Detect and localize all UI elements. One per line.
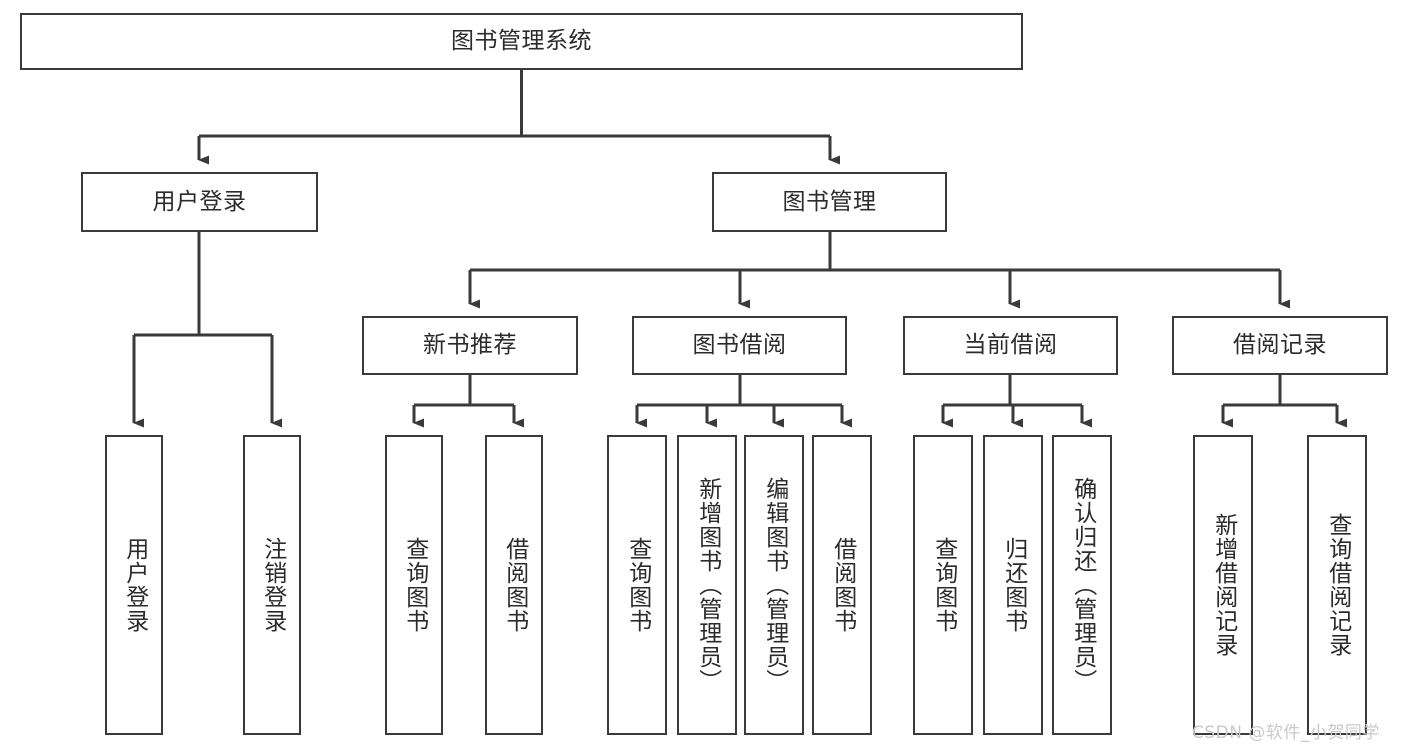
leaf-edit-book-label: 编辑图书（管理员） [761,477,788,693]
leaf-add-record[interactable]: 新增借阅记录 [1193,435,1253,735]
node-borrow-record-label: 借阅记录 [1233,332,1327,359]
leaf-borrow-book-2[interactable]: 借阅图书 [812,435,872,735]
node-root[interactable]: 图书管理系统 [20,13,1023,70]
leaf-query-record[interactable]: 查询借阅记录 [1307,435,1367,735]
node-user-login-label: 用户登录 [152,188,247,215]
leaf-logout-login[interactable]: 注销登录 [243,435,301,735]
leaf-query-book-1[interactable]: 查询图书 [385,435,443,735]
leaf-edit-book[interactable]: 编辑图书（管理员） [744,435,804,735]
node-root-label: 图书管理系统 [451,28,592,55]
node-current-borrow[interactable]: 当前借阅 [903,316,1118,375]
leaf-user-login-label: 用户登录 [121,537,148,633]
node-user-login[interactable]: 用户登录 [81,172,318,232]
leaf-query-book-2[interactable]: 查询图书 [607,435,667,735]
node-book-borrow[interactable]: 图书借阅 [632,316,847,375]
leaf-return-book-label: 归还图书 [1000,537,1027,633]
leaf-query-book-1-label: 查询图书 [401,537,428,633]
node-book-borrow-label: 图书借阅 [692,332,787,359]
csdn-watermark: CSDN @软件_小贺同学 [1192,723,1380,743]
leaf-query-book-3-label: 查询图书 [930,537,957,633]
node-new-book-recommend[interactable]: 新书推荐 [362,316,578,375]
leaf-logout-login-label: 注销登录 [259,537,286,633]
leaf-return-book[interactable]: 归还图书 [983,435,1043,735]
node-borrow-record[interactable]: 借阅记录 [1172,316,1388,375]
leaf-add-record-label: 新增借阅记录 [1210,513,1237,657]
leaf-confirm-return-label: 确认归还（管理员） [1069,477,1096,693]
leaf-add-book[interactable]: 新增图书（管理员） [677,435,737,735]
node-new-book-recommend-label: 新书推荐 [423,332,517,359]
leaf-query-book-3[interactable]: 查询图书 [913,435,973,735]
leaf-borrow-book-2-label: 借阅图书 [829,537,856,633]
leaf-query-book-2-label: 查询图书 [624,537,651,633]
node-book-management-label: 图书管理 [782,188,877,215]
leaf-query-record-label: 查询借阅记录 [1324,513,1351,657]
leaf-borrow-book-1-label: 借阅图书 [501,537,528,633]
node-current-borrow-label: 当前借阅 [963,332,1058,359]
leaf-add-book-label: 新增图书（管理员） [694,477,721,693]
node-book-management[interactable]: 图书管理 [712,172,947,232]
leaf-confirm-return[interactable]: 确认归还（管理员） [1052,435,1112,735]
leaf-user-login[interactable]: 用户登录 [105,435,163,735]
leaf-borrow-book-1[interactable]: 借阅图书 [485,435,543,735]
